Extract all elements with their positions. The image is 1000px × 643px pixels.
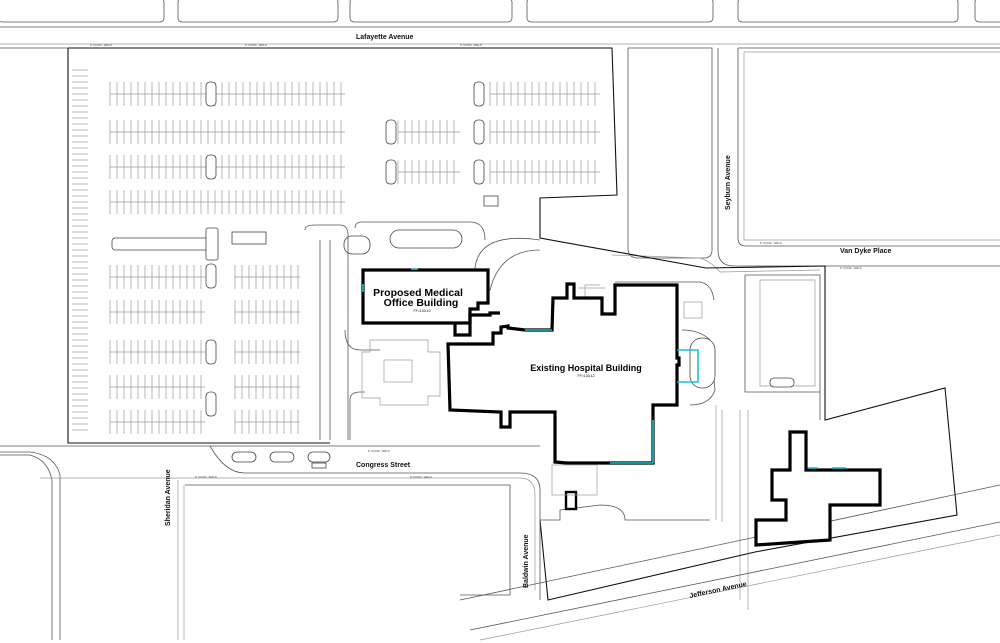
stall-row <box>489 82 600 106</box>
street-label-baldwin: Baldwin Avenue <box>523 534 530 588</box>
walk-label: 6' CONC. WALK <box>90 43 112 47</box>
city-block <box>349 0 513 23</box>
stall-row <box>109 340 205 364</box>
stall-row <box>109 82 345 106</box>
hospital-label: Existing Hospital Building <box>530 363 642 373</box>
stall-row <box>397 160 460 184</box>
walk-label: 6' CONC. WALK <box>195 475 217 479</box>
proposed-building-label-line2: Office Building <box>384 297 459 309</box>
site-boundary <box>68 47 958 601</box>
stall-row <box>234 375 300 399</box>
stall-row <box>72 69 88 431</box>
stall-row <box>397 120 460 144</box>
parking-islands <box>111 81 541 417</box>
stall-row <box>109 155 345 179</box>
street-label-van-dyke: Van Dyke Place <box>840 248 891 255</box>
city-block <box>974 0 1000 23</box>
top-blocks <box>0 0 1000 23</box>
street-label-seyburn: Seyburn Avenue <box>725 155 732 210</box>
stall-row <box>109 410 205 434</box>
stall-row <box>489 120 600 144</box>
city-block <box>737 0 959 23</box>
street-label-lafayette: Lafayette Avenue <box>356 34 414 41</box>
walk-label: 6' CONC. WALK <box>368 449 390 453</box>
stall-row <box>109 120 345 144</box>
stall-row <box>489 160 600 184</box>
door-marker <box>677 349 699 383</box>
walk-label: 6' CONC. WALK <box>245 43 267 47</box>
small-structure <box>564 490 578 511</box>
parking-lot-boundary <box>67 48 330 444</box>
lafayette-avenue-road <box>0 26 1000 49</box>
street-label-sheridan: Sheridan Avenue <box>165 469 172 526</box>
east-blocks <box>611 47 1000 610</box>
walk-label: 6' CONC. WALK <box>760 241 782 245</box>
congress-street-road <box>0 445 541 640</box>
stall-row <box>234 265 300 289</box>
proposed-building-label-line1: Proposed Medical <box>373 287 463 299</box>
hospital-ff: FF=133.12 <box>577 374 594 378</box>
connector-outline <box>453 311 500 337</box>
parking-stalls <box>72 69 600 434</box>
stall-row <box>234 300 300 324</box>
proposed-building-ff: FF=133.10 <box>413 309 430 313</box>
proposed-medical-office-building[interactable] <box>361 268 490 325</box>
stall-row <box>234 340 300 364</box>
street-label-congress: Congress Street <box>356 462 411 469</box>
existing-hospital-building[interactable] <box>446 282 681 465</box>
stall-row <box>109 190 345 214</box>
city-block <box>0 0 165 23</box>
stall-row <box>109 265 205 289</box>
drive-lanes <box>304 221 486 440</box>
jefferson-avenue-road <box>459 484 1000 641</box>
stall-row <box>109 375 205 399</box>
stall-row <box>234 410 300 434</box>
walk-label: 6' CONC. WALK <box>410 475 432 479</box>
city-block <box>177 0 339 23</box>
medical-pavilion-building[interactable] <box>754 430 882 547</box>
walk-label: 6' CONC. WALK <box>460 43 482 47</box>
walk-label: 6' CONC. WALK <box>840 266 862 270</box>
stall-row <box>109 300 205 324</box>
city-block <box>526 0 714 23</box>
entrance-canopy <box>551 464 598 496</box>
